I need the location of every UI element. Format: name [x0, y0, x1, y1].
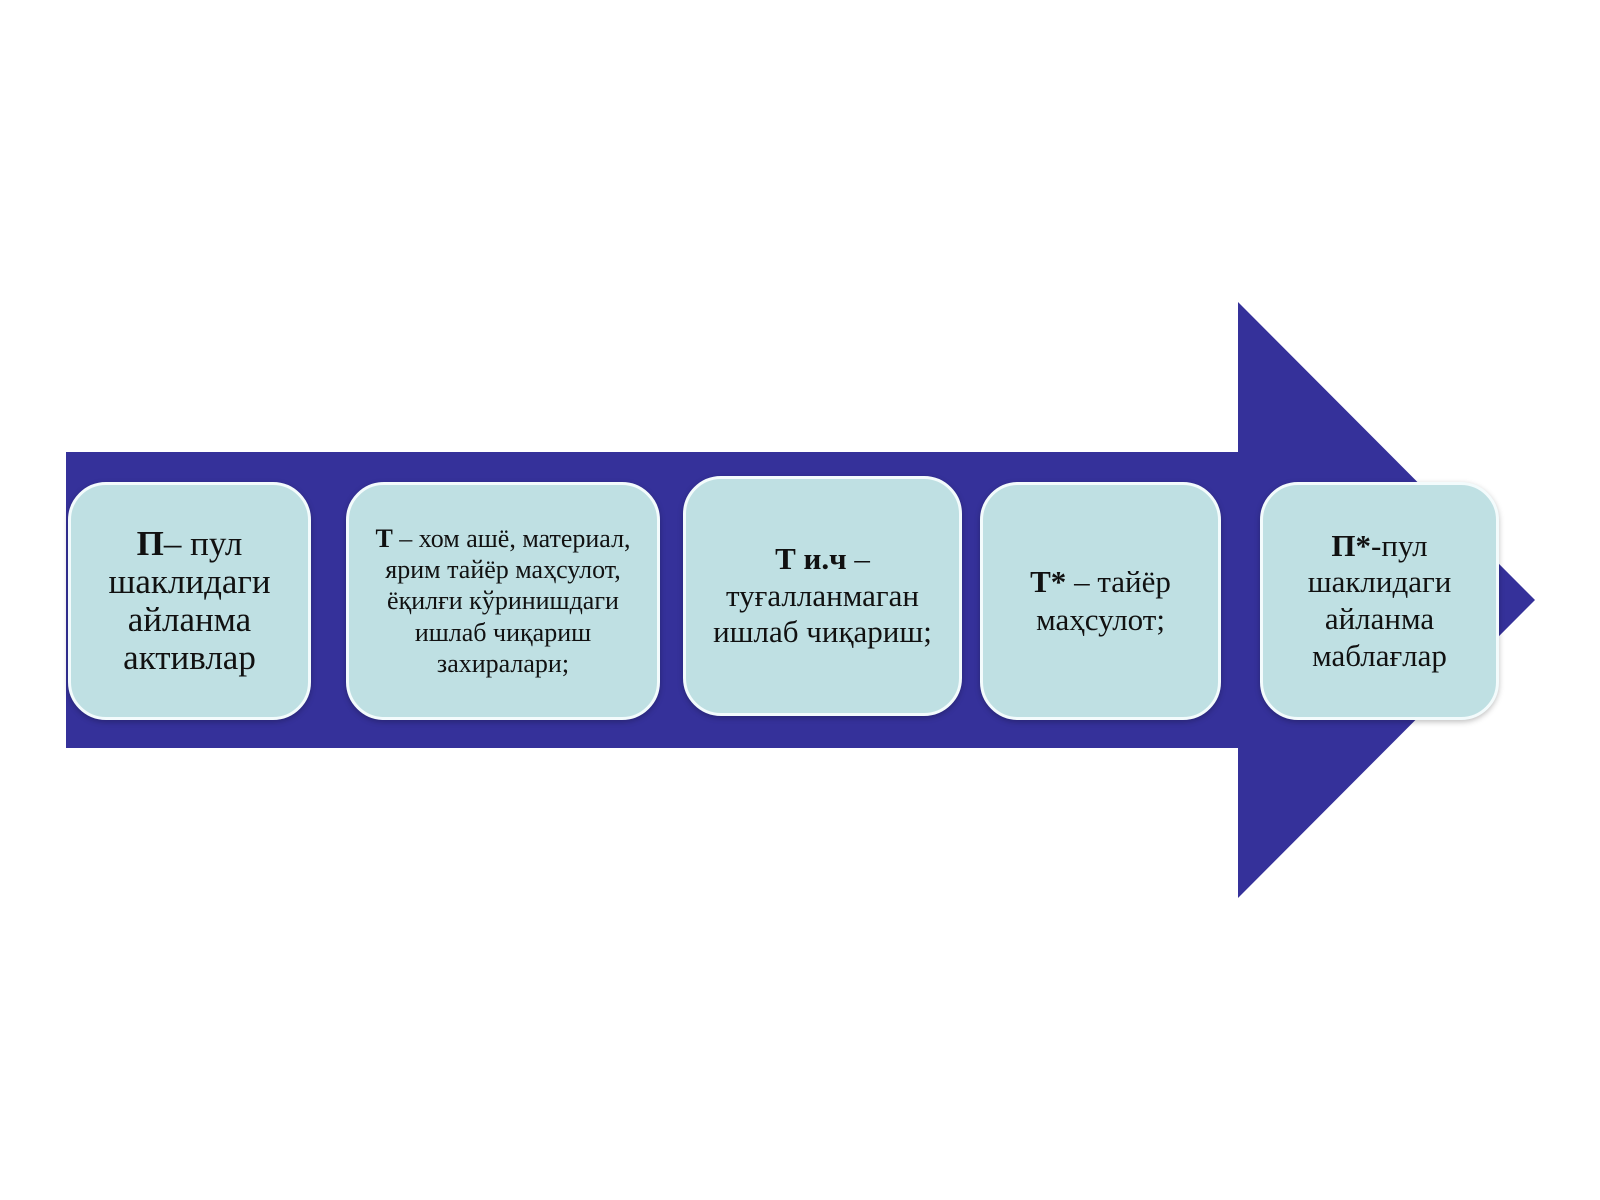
- stage-box-money-assets: П– пул шаклидаги айланма активлар: [68, 482, 311, 720]
- stage-lead: П*: [1331, 527, 1372, 563]
- stage-label: Т и.ч – туғалланмаган ишлаб чиқариш;: [686, 541, 959, 651]
- stage-description: – хом ашё, материал, ярим тайёр маҳсулот…: [385, 524, 631, 678]
- stage-description: – туғалланмаган ишлаб чиқариш;: [713, 541, 932, 650]
- stage-description: – тайёр маҳсулот;: [1036, 564, 1171, 637]
- stage-lead: Т: [375, 524, 393, 554]
- stage-box-work-in-progress: Т и.ч – туғалланмаган ишлаб чиқариш;: [683, 476, 962, 716]
- stage-box-production-stocks: Т – хом ашё, материал, ярим тайёр маҳсул…: [346, 482, 660, 720]
- stage-box-money-funds: П*-пул шаклидаги айланма маблағлар: [1260, 482, 1499, 720]
- stage-description: – пул шаклидаги айланма активлар: [108, 524, 271, 677]
- stage-lead: П: [136, 524, 164, 564]
- stage-lead: Т и.ч: [775, 541, 847, 577]
- stage-lead: Т*: [1030, 564, 1067, 600]
- stage-label: Т – хом ашё, материал, ярим тайёр маҳсул…: [349, 523, 657, 679]
- stage-description: -пул шаклидаги айланма маблағлар: [1307, 527, 1452, 673]
- stage-label: П– пул шаклидаги айланма активлар: [71, 525, 308, 676]
- stage-label: П*-пул шаклидаги айланма маблағлар: [1263, 528, 1496, 674]
- stage-label: Т* – тайёр маҳсулот;: [983, 563, 1218, 639]
- stage-box-finished-goods: Т* – тайёр маҳсулот;: [980, 482, 1221, 720]
